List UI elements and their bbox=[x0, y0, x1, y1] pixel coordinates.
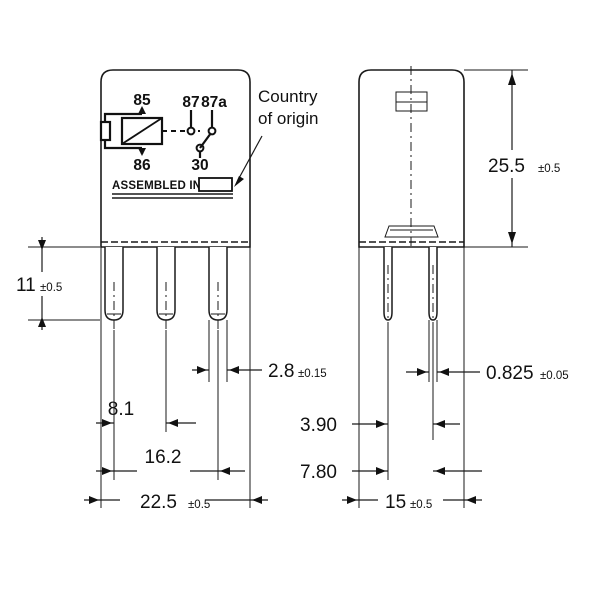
dim-81-value: 8.1 bbox=[108, 399, 134, 420]
dim-11-tolerance: ±0.5 bbox=[40, 282, 62, 294]
dim-255-tolerance: ±0.5 bbox=[538, 163, 560, 175]
dim-0825-value: 0.825 bbox=[486, 363, 534, 384]
dim-pin-width: 2.8 ±0.15 bbox=[192, 320, 327, 382]
dim-0825-arrow-left bbox=[417, 368, 427, 376]
terminal-87-node bbox=[186, 126, 196, 136]
dim-28-arrow-right bbox=[229, 366, 239, 374]
dim-162-value: 16.2 bbox=[145, 447, 182, 468]
dim-28-value: 2.8 bbox=[268, 361, 294, 382]
dim-28-tolerance: ±0.15 bbox=[298, 368, 327, 380]
dim-255-arrow-bottom bbox=[508, 232, 516, 244]
terminal-label-86: 86 bbox=[133, 157, 151, 174]
front-body-outline bbox=[100, 69, 251, 248]
front-view: 85 86 87 87a 30 ASSEMBLED IN Country of … bbox=[16, 69, 327, 513]
terminal-label-87a: 87a bbox=[201, 94, 227, 111]
side-body-outline bbox=[358, 69, 465, 248]
dim-pitch-outer: 16.2 bbox=[96, 330, 245, 480]
coil-diagonal bbox=[121, 117, 163, 145]
dim-81-arrow-right bbox=[168, 419, 178, 427]
dim-390-arrow-left bbox=[376, 420, 386, 428]
dim-780-value: 7.80 bbox=[300, 462, 337, 483]
country-of-origin-annotation: Country of origin bbox=[234, 87, 318, 187]
dim-15-arrow-right bbox=[466, 496, 476, 504]
dim-255-value: 25.5 bbox=[488, 156, 525, 177]
coil-wire-bottom-left bbox=[103, 140, 142, 150]
dim-162-arrow-left bbox=[102, 467, 112, 475]
terminal-label-30: 30 bbox=[191, 157, 208, 174]
dim-offset-far: 7.80 bbox=[300, 247, 482, 508]
assembled-in-label: ASSEMBLED IN bbox=[112, 180, 201, 192]
dim-0825-arrow-right bbox=[439, 368, 449, 376]
side-view: 25.5 ±0.5 0.825 ±0.05 3.90 bbox=[300, 66, 569, 513]
dim-15-value: 15 bbox=[385, 492, 406, 513]
coil-wire-top-left bbox=[103, 112, 142, 122]
dim-body-width: 22.5 ±0.5 bbox=[84, 247, 268, 513]
relay-schematic: 85 86 87 87a 30 bbox=[99, 92, 227, 174]
dim-pin-length: 11 ±0.5 bbox=[16, 237, 100, 330]
dim-pin-thickness: 0.825 ±0.05 bbox=[406, 320, 569, 384]
terminal-86-arrow bbox=[138, 148, 146, 156]
side-pin-2 bbox=[428, 247, 438, 321]
country-leader-line bbox=[237, 135, 263, 181]
country-code-box bbox=[198, 177, 233, 192]
dim-780-arrow-right bbox=[435, 467, 445, 475]
dim-11-value: 11 bbox=[16, 275, 36, 296]
armature-blade bbox=[199, 132, 212, 149]
country-of-origin-line2: of origin bbox=[258, 109, 318, 128]
dim-15-tolerance: ±0.5 bbox=[410, 499, 432, 511]
terminal-label-87: 87 bbox=[182, 94, 199, 111]
dim-11-arrow-top bbox=[38, 240, 46, 250]
dim-28-arrow-left bbox=[197, 366, 207, 374]
side-pins bbox=[383, 247, 438, 352]
dim-body-depth: 15 ±0.5 bbox=[342, 247, 482, 513]
side-bottom-feature bbox=[384, 225, 439, 238]
dim-15-arrow-left bbox=[347, 496, 357, 504]
dim-225-arrow-left bbox=[89, 496, 99, 504]
dim-0825-tolerance: ±0.05 bbox=[540, 370, 569, 382]
side-top-feature bbox=[395, 91, 428, 112]
assembled-in-group: ASSEMBLED IN bbox=[112, 177, 233, 199]
terminal-label-85: 85 bbox=[133, 92, 151, 109]
dim-body-height: 25.5 ±0.5 bbox=[464, 69, 560, 248]
country-of-origin-line1: Country bbox=[258, 87, 318, 106]
dim-11-arrow-bottom bbox=[38, 317, 46, 327]
dim-81-arrow-left bbox=[102, 419, 112, 427]
side-pin-1 bbox=[383, 247, 393, 321]
side-bottom-trapezoid bbox=[384, 225, 439, 238]
dim-162-arrow-right bbox=[220, 467, 230, 475]
terminal-85-arrow bbox=[138, 106, 146, 114]
dim-225-tolerance: ±0.5 bbox=[188, 499, 210, 511]
dim-780-arrow-left bbox=[376, 467, 386, 475]
dim-225-value: 22.5 bbox=[140, 492, 177, 513]
dim-255-arrow-top bbox=[508, 73, 516, 85]
dim-390-value: 3.90 bbox=[300, 415, 337, 436]
dim-225-arrow-right bbox=[252, 496, 262, 504]
country-leader-arrow bbox=[234, 176, 244, 187]
dim-offset-near: 3.90 bbox=[300, 330, 460, 440]
front-pins bbox=[104, 247, 228, 345]
dim-390-arrow-right bbox=[435, 420, 445, 428]
